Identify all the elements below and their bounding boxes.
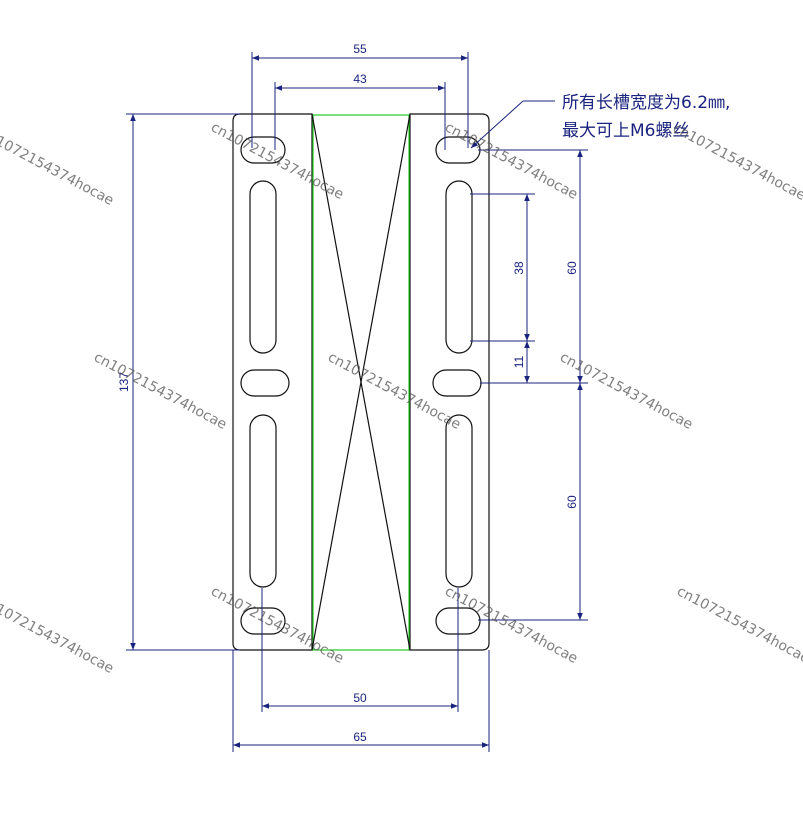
plate-outline bbox=[232, 113, 490, 651]
center-panel bbox=[312, 114, 410, 651]
slot-right-middle-short bbox=[432, 369, 482, 397]
right-slots bbox=[432, 136, 482, 635]
watermark: cn1072154374hocae bbox=[670, 120, 803, 204]
dim-top-outer: 55 bbox=[251, 42, 469, 148]
dim-pitch-lower-label: 60 bbox=[565, 495, 579, 509]
dim-slot-length: 38 bbox=[470, 193, 535, 342]
slot-left-middle-short bbox=[240, 369, 290, 397]
slot-right-lower-long bbox=[445, 414, 473, 588]
dim-slot-gap: 11 bbox=[480, 341, 535, 384]
dim-top-inner-label: 43 bbox=[353, 72, 367, 86]
watermark: cn1072154374hocae bbox=[325, 349, 463, 433]
dim-slot-gap-label: 11 bbox=[512, 355, 526, 368]
watermark: cn1072154374hocae bbox=[674, 583, 803, 667]
left-slots bbox=[240, 136, 290, 635]
dim-bottom-inner-label: 50 bbox=[353, 691, 367, 705]
watermark: cn1072154374hocae bbox=[442, 583, 580, 667]
watermark: cn1072154374hocae bbox=[442, 119, 580, 203]
watermark: cn1072154374hocae bbox=[557, 349, 695, 433]
watermark: cn1072154374hocae bbox=[208, 119, 346, 203]
dim-pitch-lower: 60 bbox=[478, 383, 588, 621]
cross-line-b bbox=[311, 113, 411, 651]
dim-pitch-upper-label: 60 bbox=[565, 261, 579, 275]
right-plate bbox=[409, 113, 490, 651]
dim-top-outer-label: 55 bbox=[353, 42, 367, 56]
dim-pitch-upper: 60 bbox=[478, 149, 588, 384]
left-plate bbox=[232, 113, 313, 651]
slot-left-lower-long bbox=[249, 414, 277, 588]
slot-left-upper-long bbox=[249, 180, 277, 354]
slot-left-bottom-short bbox=[240, 607, 286, 635]
watermarks: cn1072154374hocae cn1072154374hocae cn10… bbox=[0, 119, 803, 677]
watermark: cn1072154374hocae bbox=[91, 349, 229, 433]
dim-top-inner: 43 bbox=[274, 72, 446, 150]
slot-right-upper-long bbox=[445, 180, 473, 354]
dim-bottom-outer: 65 bbox=[232, 650, 490, 752]
callout-line-1: 所有长槽宽度为6.2㎜, bbox=[562, 93, 730, 113]
watermark: cn1072154374hocae bbox=[208, 583, 346, 667]
dim-height: 137 bbox=[117, 113, 240, 651]
watermark: cn1072154374hocae bbox=[0, 593, 116, 677]
slot-left-top-short bbox=[240, 136, 286, 164]
dim-bottom-outer-label: 65 bbox=[353, 730, 367, 744]
watermark: cn1072154374hocae bbox=[0, 125, 116, 209]
callout-line-2: 最大可上M6螺丝 bbox=[562, 121, 689, 141]
dim-bottom-inner: 50 bbox=[261, 588, 459, 712]
dim-slot-length-label: 38 bbox=[512, 261, 526, 275]
dim-height-label: 137 bbox=[117, 372, 131, 392]
slot-width-callout: 所有长槽宽度为6.2㎜, 最大可上M6螺丝 bbox=[470, 93, 730, 149]
